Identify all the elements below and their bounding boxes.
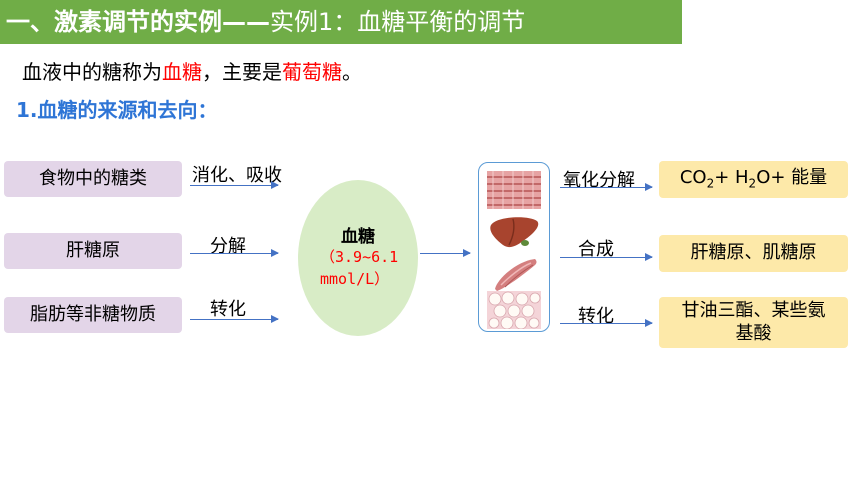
intro-middle: ，主要是: [202, 60, 282, 84]
blood-sugar-node: 血糖 （3.9~6.1 mmol/L）: [298, 180, 418, 336]
dest-box-oxidation-products: CO2+ H2O+ 能量: [659, 161, 848, 198]
arrow-fat-to-blood: [190, 315, 279, 323]
process-label-decompose: 分解: [210, 236, 246, 257]
source-label: 肝糖原: [66, 239, 120, 261]
dest-box-triglycerides: 甘油三酯、某些氨基酸: [659, 297, 848, 348]
liver-icon: [490, 217, 539, 248]
section-heading: 1.血糖的来源和去向：: [16, 98, 218, 122]
intro-term-blood-sugar: 血糖: [162, 60, 202, 84]
process-label-digest-absorb: 消化、吸收: [192, 165, 282, 186]
arrow-blood-to-organs: [420, 249, 471, 257]
intro-prefix: 血液中的糖称为: [22, 60, 162, 84]
muscle-tissue-icon: [487, 171, 541, 209]
title-sub: 实例1：血糖平衡的调节: [270, 8, 526, 36]
process-label-synthesis: 合成: [578, 239, 614, 260]
arrow-to-triglycerides: [560, 319, 653, 327]
intro-sentence: 血液中的糖称为血糖，主要是葡萄糖。: [22, 56, 362, 85]
blood-sugar-title: 血糖: [341, 227, 375, 247]
process-label-convert-in: 转化: [210, 299, 246, 320]
intro-term-glucose: 葡萄糖: [282, 60, 342, 84]
intro-suffix: 。: [342, 60, 362, 84]
source-box-food-carbs: 食物中的糖类: [4, 161, 182, 197]
process-label-oxidation: 氧化分解: [563, 170, 635, 191]
organ-image-panel: [478, 162, 550, 332]
arrow-to-glycogen: [560, 253, 653, 261]
dest-label-glycogen: 肝糖原、肌糖原: [690, 242, 817, 264]
process-label-convert-out: 转化: [578, 306, 614, 327]
arrow-to-oxidation-products: [560, 183, 653, 191]
source-box-fat-nonsugar: 脂肪等非糖物质: [4, 297, 182, 333]
blood-sugar-range: （3.9~6.1 mmol/L）: [320, 248, 399, 288]
source-label: 食物中的糖类: [39, 167, 147, 189]
title-bar: 一、激素调节的实例——实例1：血糖平衡的调节: [0, 0, 682, 44]
source-box-liver-glycogen: 肝糖原: [4, 233, 182, 269]
fat-tissue-icon: [487, 291, 541, 329]
arrow-glycogen-to-blood: [190, 249, 279, 257]
dest-label-triglycerides: 甘油三酯、某些氨基酸: [681, 300, 826, 344]
muscle-icon: [495, 259, 537, 291]
dest-box-glycogen: 肝糖原、肌糖原: [659, 235, 848, 272]
dest-label-oxidation: CO2+ H2O+ 能量: [679, 167, 828, 191]
source-label: 脂肪等非糖物质: [30, 303, 156, 325]
title-main: 一、激素调节的实例——: [6, 8, 270, 36]
arrow-food-to-blood: [190, 181, 279, 189]
